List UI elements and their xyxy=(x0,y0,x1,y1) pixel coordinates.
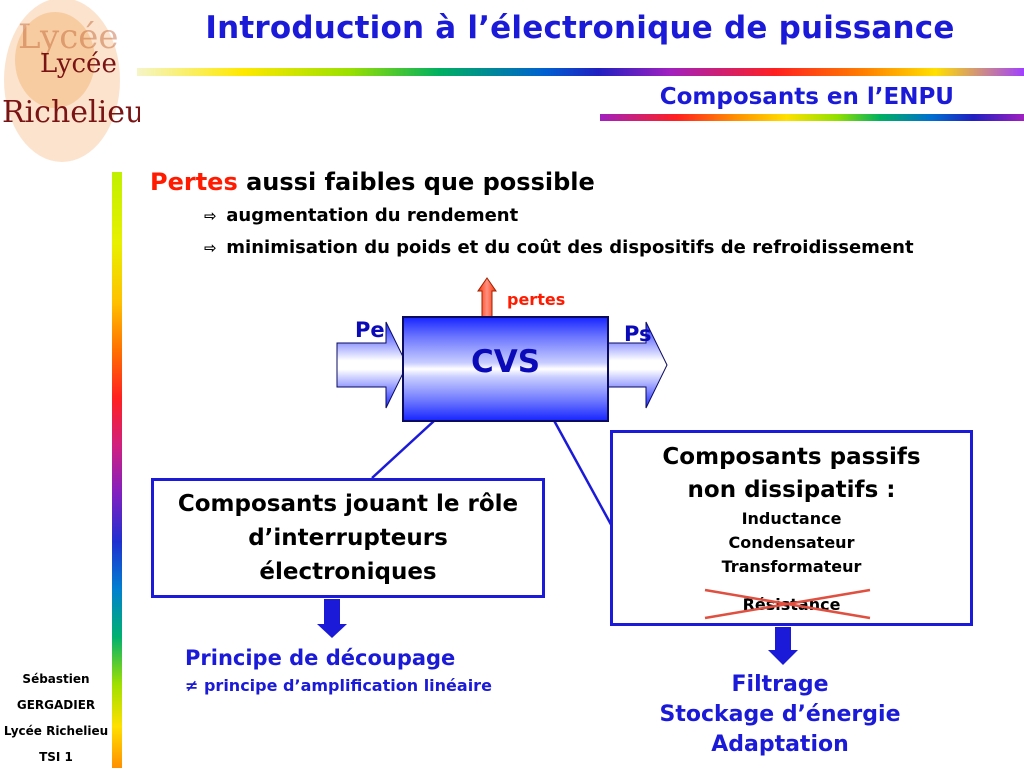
cvs-label: CVS xyxy=(470,344,541,380)
bullet-1-text: augmentation du rendement xyxy=(226,205,519,226)
switching-principle: Principe de découpage xyxy=(185,646,456,670)
bullet-2-text: minimisation du poids et du coût des dis… xyxy=(226,237,914,258)
not-linear-amplification: ≠ principe d’amplification linéaire xyxy=(185,676,492,695)
author-school: Lycée Richelieu xyxy=(3,724,109,738)
school-logo: Lycée Lycée Richelieu xyxy=(2,0,140,162)
passive-item-transformer: Transformateur xyxy=(721,557,862,576)
cvs-block xyxy=(402,316,609,422)
bullet-1: ⇨ augmentation du rendement xyxy=(204,205,518,226)
connector-passive xyxy=(543,403,616,531)
page-title: Introduction à l’électronique de puissan… xyxy=(205,10,955,46)
output-power-label: Ps xyxy=(624,322,652,346)
bullet-2: ⇨ minimisation du poids et du coût des d… xyxy=(204,237,914,258)
passive-components-box: Composants passifs non dissipatifs : Ind… xyxy=(610,430,973,626)
switching-line-1: Composants jouant le rôle xyxy=(177,491,519,517)
subtitle-divider xyxy=(600,114,1024,121)
switching-line-3: électroniques xyxy=(259,559,437,585)
function-adaptation: Adaptation xyxy=(711,732,849,757)
logo-text-3: Richelieu xyxy=(2,95,140,130)
intro-rest: aussi faibles que possible xyxy=(246,168,595,196)
cross-line-2 xyxy=(704,588,871,620)
author-first-name: Sébastien xyxy=(22,672,90,686)
switching-line-2: d’interrupteurs xyxy=(248,525,448,551)
title-divider xyxy=(137,68,1024,76)
output-arrow xyxy=(605,321,668,409)
switching-components-box: Composants jouant le rôle d’interrupteur… xyxy=(151,478,545,598)
author-block: Sébastien GERGADIER Lycée Richelieu TSI … xyxy=(0,666,112,770)
intro-heading: Pertes aussi faibles que possible xyxy=(150,168,595,196)
logo-text-2: Lycée xyxy=(40,49,117,79)
logo-text-1: Lycée xyxy=(18,17,118,57)
function-filtering: Filtrage xyxy=(731,672,829,697)
passive-item-capacitor: Condensateur xyxy=(728,533,855,552)
hollow-right-arrow-icon: ⇨ xyxy=(204,239,217,257)
down-arrow-passive xyxy=(768,627,798,665)
passive-item-inductance: Inductance xyxy=(741,509,842,528)
author-last-name: GERGADIER xyxy=(16,698,96,712)
passive-heading-1: Composants passifs xyxy=(662,444,921,470)
slide-subtitle: Composants en l’ENPU xyxy=(659,84,954,110)
left-divider xyxy=(112,172,122,768)
losses-label: pertes xyxy=(507,290,566,309)
intro-highlight: Pertes xyxy=(150,168,238,196)
passive-functions: Filtrage Stockage d’énergie Adaptation xyxy=(640,670,920,760)
losses-arrow xyxy=(477,277,497,319)
author-class: TSI 1 xyxy=(39,750,73,764)
down-arrow-switches xyxy=(317,599,347,638)
input-arrow xyxy=(336,321,408,409)
hollow-right-arrow-icon: ⇨ xyxy=(204,207,217,225)
passive-heading-2: non dissipatifs : xyxy=(687,477,896,503)
input-power-label: Pe xyxy=(355,318,385,342)
function-storage: Stockage d’énergie xyxy=(659,702,901,727)
